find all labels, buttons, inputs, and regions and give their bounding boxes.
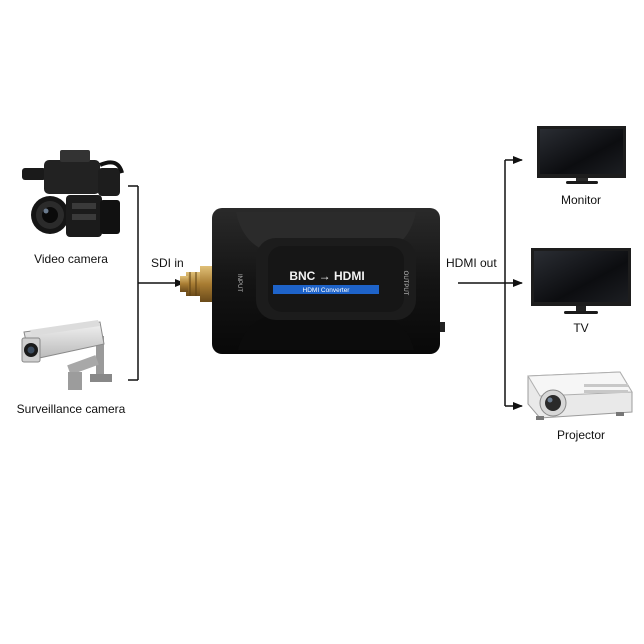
tv-label: TV	[573, 321, 589, 335]
bnc-connector-icon	[180, 266, 214, 302]
projector-label: Projector	[556, 428, 606, 442]
monitor-label: Monitor	[560, 193, 602, 207]
video-camera-icon	[22, 150, 124, 237]
converter-badge	[273, 285, 379, 294]
projector-icon	[527, 371, 633, 420]
converter-title: BNC → HDMI	[289, 269, 364, 283]
surveillance-camera-icon	[21, 320, 112, 390]
converter-subtitle: HDMI Converter	[303, 287, 351, 294]
monitor-icon	[537, 126, 626, 184]
surveillance-camera-label: Surveillance camera	[16, 402, 126, 416]
output-port-label: OUTPUT	[402, 271, 408, 296]
input-connector-lines	[128, 185, 185, 381]
sdi-in-label: SDI in	[151, 256, 184, 270]
tv-icon	[531, 248, 631, 314]
video-camera-label: Video camera	[34, 252, 108, 266]
hdmi-out-label: HDMI out	[446, 256, 497, 270]
converter-device: INPUT OUTPUT BNC → HDMI HDMI Converter	[180, 208, 445, 354]
output-connector-lines	[458, 156, 523, 410]
input-port-label: INPUT	[236, 274, 242, 292]
